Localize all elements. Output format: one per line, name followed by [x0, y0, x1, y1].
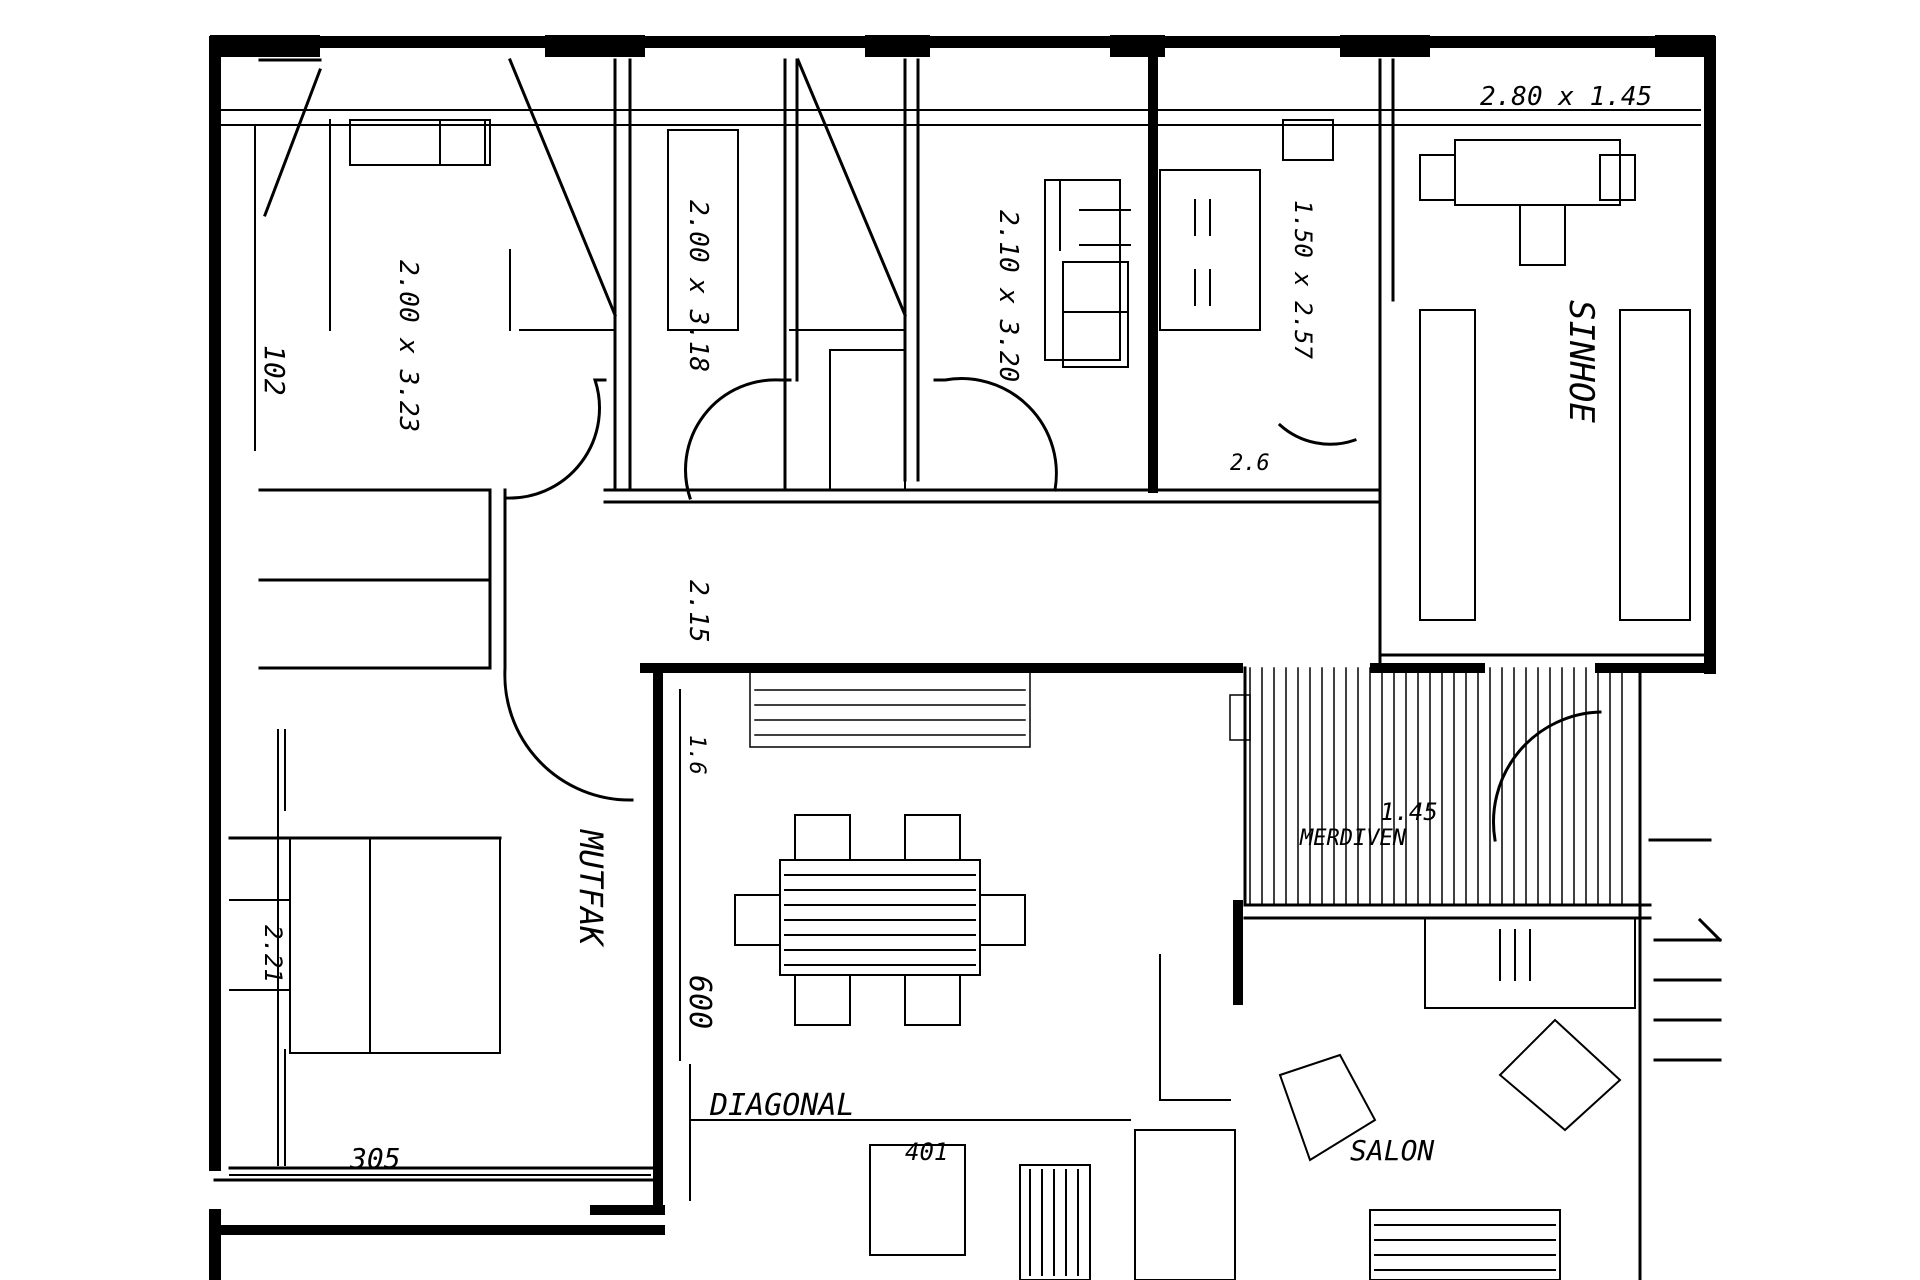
- interior-walls-heavy: [210, 37, 1715, 1235]
- label-room-dining: DIAGONAL: [709, 1088, 855, 1123]
- label-room-top-left-2: 2.00 x 3.18: [683, 200, 713, 372]
- label-room-top-right-a: 1.50 x 2.57: [1289, 200, 1317, 359]
- label-dim-215: 2.15: [683, 580, 713, 643]
- label-dim-2-6: 2.6: [1230, 451, 1270, 476]
- label-dim-221: 2.21: [259, 925, 287, 983]
- label-dim-1-45: 1.45: [1380, 798, 1438, 826]
- label-room-kitchen: MUTFAK: [572, 829, 610, 948]
- top-wall-window-blocks: [210, 35, 1715, 57]
- dimension-lines: [229, 124, 1131, 1176]
- label-dim-1-6: 1.6: [684, 735, 709, 775]
- label-dim-102: 102: [258, 345, 291, 396]
- label-room-top-left-1: 2.00 x 3.23: [393, 260, 423, 432]
- door-swings: [258, 58, 1602, 842]
- label-room-stair: MERDIVEN: [1299, 826, 1407, 851]
- label-dim-600: 600: [682, 975, 717, 1029]
- label-dim-401: 401: [905, 1138, 948, 1166]
- dining-table: [734, 814, 1026, 1026]
- label-dim-305: 305: [349, 1142, 401, 1175]
- living-lower-furniture: [689, 954, 1236, 1280]
- label-room-top-mid: 2.10 x 3.20: [993, 210, 1023, 382]
- salon-furniture: [1278, 917, 1636, 1280]
- label-room-top-right-b: 2.80 x 1.45: [1480, 82, 1652, 112]
- kitchen-counter: [749, 671, 1031, 748]
- lower-left-furniture: [229, 729, 501, 1166]
- label-room-shinhoe: SINHOE: [1561, 300, 1601, 423]
- furniture-beds-wardrobes: [329, 119, 1691, 621]
- top-windows: [219, 109, 1701, 126]
- label-room-salon: SALON: [1350, 1134, 1434, 1167]
- exterior-walls: [209, 36, 1716, 1280]
- plan-labels: 2.00 x 3.23 2.00 x 3.18 2.10 x 3.20 1.50…: [258, 82, 1652, 1175]
- stair-hatch: [1229, 667, 1623, 906]
